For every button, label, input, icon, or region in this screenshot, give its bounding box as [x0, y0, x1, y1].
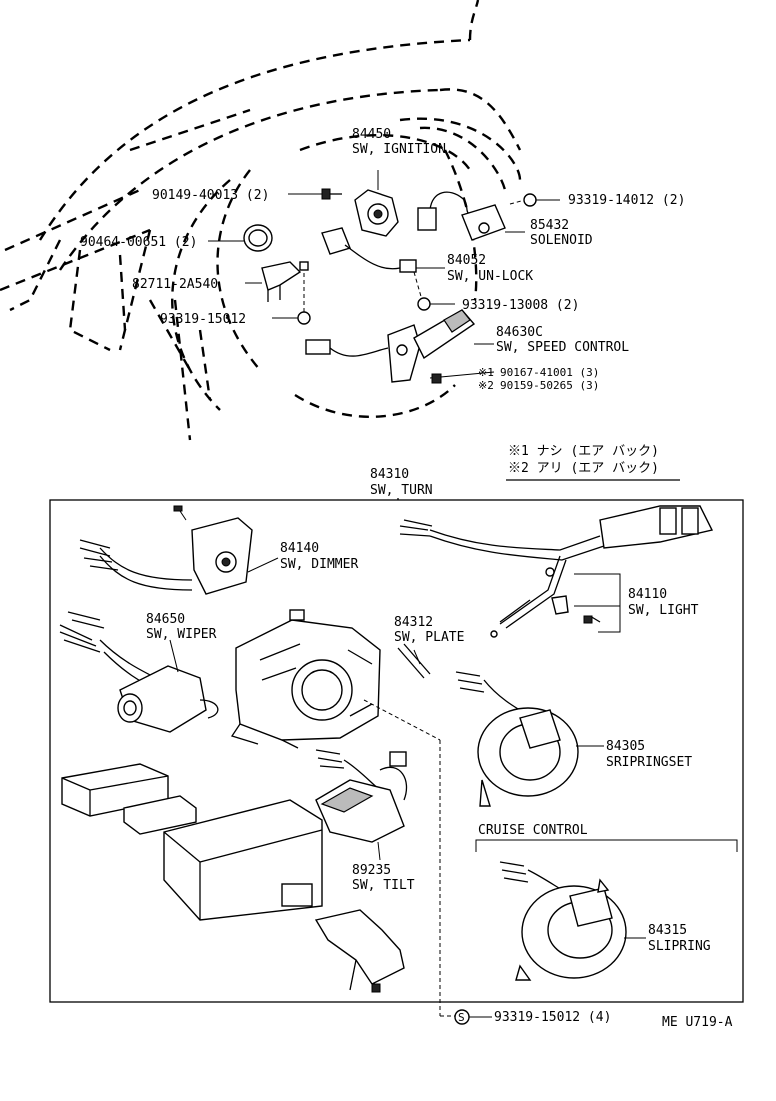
label-84140-name: SW, DIMMER [280, 557, 358, 572]
label-89235-name: SW, TILT [352, 878, 415, 893]
label-84315-name: SLIPRING [648, 939, 711, 954]
label-84310-name: SW, TURN [370, 483, 433, 498]
top-labels: 84450 SW, IGNITION 90149-40013 (2) 93319… [80, 127, 685, 392]
unlock-switch [321, 227, 445, 301]
screw-93319-14012 [523, 193, 560, 207]
speed-control-switch [305, 309, 495, 384]
label-93319-15012-bottom: 93319-15012 (4) [494, 1010, 611, 1025]
label-93319-15012-top: 93319-15012 [160, 312, 246, 327]
label-90167: 90167-41001 (3) [500, 366, 599, 379]
label-84305-name: SRIPRINGSET [606, 755, 692, 770]
screw-93319-15012-bottom: S [440, 1009, 492, 1025]
label-84305-num: 84305 [606, 739, 645, 754]
screw-symbol: S [458, 1011, 465, 1024]
column-covers [61, 763, 405, 993]
label-93319-13008: 93319-13008 (2) [462, 298, 579, 313]
turn-switch-assembly-box [49, 499, 744, 1003]
ignition-switch [354, 170, 399, 237]
label-84312-name: SW, PLATE [394, 630, 464, 645]
slipring [499, 861, 646, 981]
clip-90464 [208, 224, 273, 252]
screw-93319-15012-top [272, 272, 311, 325]
note2-mark: ※2 [478, 379, 494, 392]
label-90159: 90159-50265 (3) [500, 379, 599, 392]
label-84315-num: 84315 [648, 923, 687, 938]
label-84110-num: 84110 [628, 587, 667, 602]
dimmer-switch [79, 505, 279, 595]
label-84450-num: 84450 [352, 127, 391, 142]
legend-line-1: ※1 ナシ (エア バック) [508, 444, 659, 459]
label-84140-num: 84140 [280, 541, 319, 556]
airbag-legend: ※1 ナシ (エア バック) ※2 アリ (エア バック) [506, 444, 680, 481]
label-84650-num: 84650 [146, 612, 185, 627]
wiper-switch [59, 611, 219, 733]
label-84630-name: SW, SPEED CONTROL [496, 340, 629, 355]
tilt-switch [315, 749, 408, 861]
screw-90149 [288, 188, 342, 200]
dashboard-outline [0, 0, 522, 441]
label-85432-num: 85432 [530, 218, 569, 233]
note1-mark: ※1 [478, 366, 494, 379]
label-93319-14012: 93319-14012 (2) [568, 193, 685, 208]
screw-93319-13008 [417, 297, 455, 311]
label-82711: 82711-2A540 [132, 277, 218, 292]
label-84650-name: SW, WIPER [146, 627, 217, 642]
label-85432-name: SOLENOID [530, 233, 593, 248]
label-84052-name: SW, UN-LOCK [447, 269, 533, 284]
label-84110-name: SW, LIGHT [628, 603, 699, 618]
label-90464: 90464-00651 (2) [80, 235, 197, 250]
label-84052-num: 84052 [447, 253, 486, 268]
label-84630-num: 84630C [496, 325, 543, 340]
label-84312-num: 84312 [394, 615, 433, 630]
label-cruise-control: CRUISE CONTROL [478, 823, 588, 838]
spring-set [455, 671, 604, 807]
solenoid [417, 191, 526, 241]
label-84310-num: 84310 [370, 467, 409, 482]
label-84450-name: SW, IGNITION [352, 142, 446, 157]
turn-switch-body [230, 609, 441, 1016]
bracket-82711 [245, 261, 309, 302]
label-90149: 90149-40013 (2) [152, 188, 269, 203]
diagram-code: ME U719-A [662, 1015, 733, 1030]
legend-line-2: ※2 アリ (エア バック) [508, 461, 659, 476]
light-switch [399, 505, 714, 638]
label-89235-num: 89235 [352, 863, 391, 878]
switch-plate [397, 643, 431, 679]
